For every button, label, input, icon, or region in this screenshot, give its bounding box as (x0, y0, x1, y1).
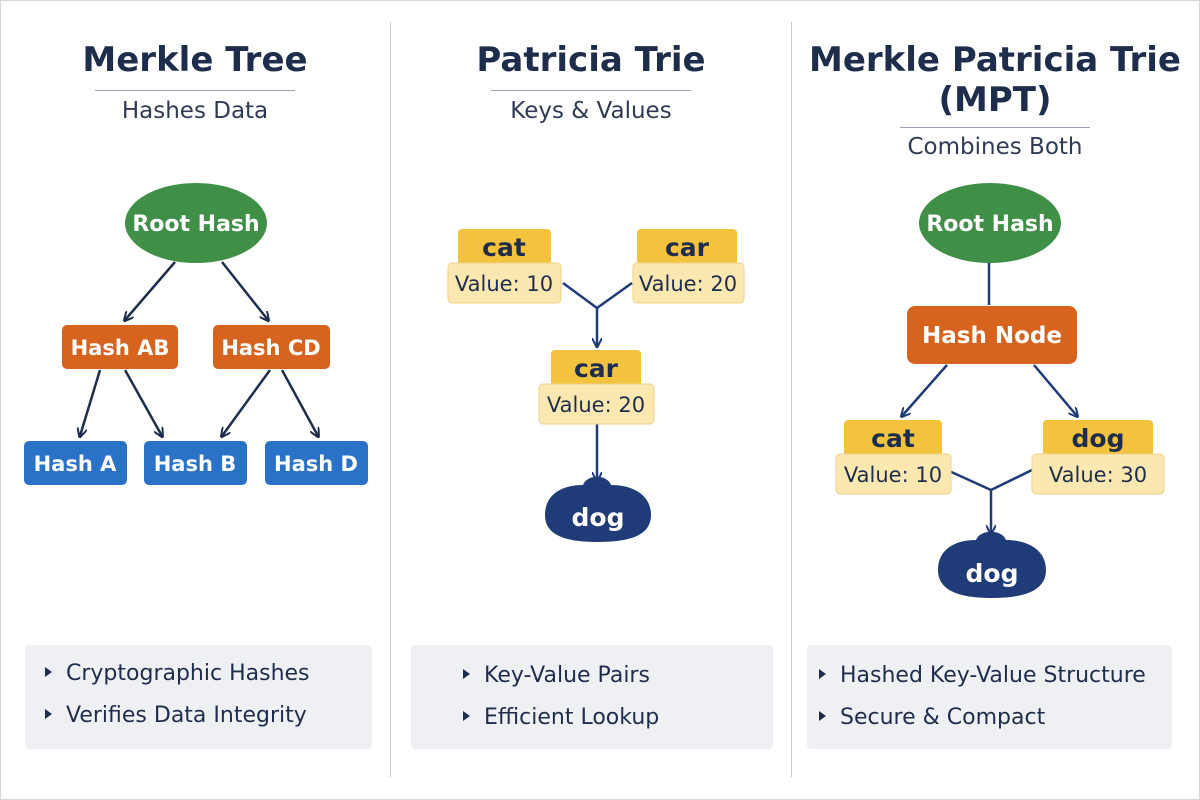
edge-cat-join (946, 468, 992, 492)
merkle-tree-feature-2: Verifies Data Integrity (45, 703, 307, 728)
trie-dog-leaf: dog (545, 476, 651, 542)
bullet-arrow-icon (463, 669, 470, 679)
mpt-title-rule (900, 127, 1090, 128)
feature-text: Verifies Data Integrity (66, 703, 307, 728)
merkle-tree-title-rule (95, 90, 295, 91)
merkle-tree-feature-1: Cryptographic Hashes (45, 661, 310, 686)
feature-text: Efficient Lookup (484, 705, 660, 730)
mpt-diagram: Root Hash Hash Node cat Value: 10 dog Va… (835, 183, 1165, 598)
feature-text: Secure & Compact (840, 705, 1046, 730)
hash-a-node: Hash A (24, 441, 127, 485)
bullet-arrow-icon (45, 709, 52, 719)
mpt-title-line-2: (MPT) (938, 80, 1052, 120)
edge-dog-join (990, 468, 1033, 492)
feature-text: Key-Value Pairs (484, 663, 650, 688)
merkle-tree-features-panel: Cryptographic Hashes Verifies Data Integ… (25, 645, 372, 749)
patricia-trie-column: Patricia Trie Keys & Values cat Value: 1… (391, 0, 791, 800)
root-hash-label: Root Hash (132, 212, 259, 237)
trie-cat-node: cat Value: 10 (447, 229, 562, 304)
mpt-dog-value: Value: 30 (1049, 463, 1147, 487)
patricia-trie-features-panel: Key-Value Pairs Efficient Lookup (411, 645, 773, 749)
patricia-trie-feature-1: Key-Value Pairs (463, 663, 650, 688)
hash-b-label: Hash B (154, 452, 237, 476)
patricia-trie-title-rule (491, 90, 691, 91)
edge-hashnode-dog (1033, 364, 1077, 416)
merkle-tree-column: Merkle Tree Hashes Data Root Hash Hash A… (0, 0, 390, 800)
hash-cd-node: Hash CD (213, 325, 330, 369)
mpt-title-line-1: Merkle Patricia Trie (809, 40, 1181, 80)
hash-ab-node: Hash AB (62, 325, 178, 369)
patricia-trie-feature-2: Efficient Lookup (463, 705, 659, 730)
patricia-trie-subtitle: Keys & Values (510, 98, 672, 124)
edge-root-ab (125, 261, 176, 320)
mpt-subtitle: Combines Both (907, 134, 1083, 160)
bullet-arrow-icon (463, 711, 470, 721)
bullet-arrow-icon (819, 669, 826, 679)
bullet-arrow-icon (45, 667, 52, 677)
edge-ab-a (80, 369, 102, 436)
mpt-features-panel: Hashed Key-Value Structure Secure & Comp… (807, 645, 1172, 749)
root-hash-node: Root Hash (125, 183, 267, 263)
trie-cat-value: Value: 10 (455, 272, 553, 296)
feature-text: Cryptographic Hashes (66, 661, 310, 686)
trie-dog-label: dog (572, 503, 625, 532)
column-divider-right (791, 22, 792, 777)
hash-a-label: Hash A (34, 452, 118, 476)
mpt-root-hash-label: Root Hash (926, 212, 1053, 237)
edge-cd-b (222, 369, 272, 436)
edge-cd-d (280, 369, 318, 436)
patricia-trie-diagram: cat Value: 10 car Value: 20 car Value: 2… (447, 229, 745, 542)
mpt-hash-node: Hash Node (907, 306, 1077, 364)
trie-car-value: Value: 20 (639, 272, 737, 296)
mpt-cat-node: cat Value: 10 (835, 420, 952, 495)
merkle-tree-title: Merkle Tree (82, 40, 308, 80)
mpt-cat-key: cat (871, 424, 915, 453)
trie-car-merged-key: car (574, 354, 619, 383)
mpt-dog-node: dog Value: 30 (1031, 420, 1165, 495)
edge-cat-join (562, 281, 598, 310)
patricia-trie-title: Patricia Trie (476, 40, 706, 80)
trie-car-key: car (665, 233, 710, 262)
edge-root-cd (221, 261, 268, 320)
mpt-hash-node-label: Hash Node (922, 323, 1062, 349)
edge-hashnode-cat (902, 364, 948, 416)
mpt-column: Merkle Patricia Trie (MPT) Combines Both… (792, 0, 1198, 800)
hash-d-label: Hash D (274, 452, 358, 476)
hash-d-node: Hash D (265, 441, 368, 485)
mpt-dog-key: dog (1072, 424, 1125, 453)
trie-cat-key: cat (482, 233, 526, 262)
hash-cd-label: Hash CD (221, 336, 320, 360)
merkle-tree-subtitle: Hashes Data (121, 98, 269, 124)
hash-b-node: Hash B (144, 441, 247, 485)
mpt-root-hash-node: Root Hash (919, 183, 1061, 263)
trie-car-merged-node: car Value: 20 (538, 350, 655, 425)
column-divider-left (390, 22, 391, 777)
trie-car-node: car Value: 20 (632, 229, 745, 304)
mpt-feature-2: Secure & Compact (819, 705, 1045, 730)
bullet-arrow-icon (819, 711, 826, 721)
mpt-cat-value: Value: 10 (844, 463, 942, 487)
edge-car-join (596, 281, 633, 310)
mpt-dog-leaf-label: dog (966, 559, 1019, 588)
mpt-feature-1: Hashed Key-Value Structure (819, 663, 1146, 688)
hash-ab-label: Hash AB (71, 336, 170, 360)
edge-ab-b (123, 369, 162, 436)
merkle-tree-diagram: Root Hash Hash AB Hash CD Hash A Hash B … (24, 183, 368, 485)
trie-car-merged-value: Value: 20 (547, 393, 645, 417)
feature-text: Hashed Key-Value Structure (840, 663, 1146, 688)
mpt-dog-leaf: dog (938, 531, 1046, 598)
